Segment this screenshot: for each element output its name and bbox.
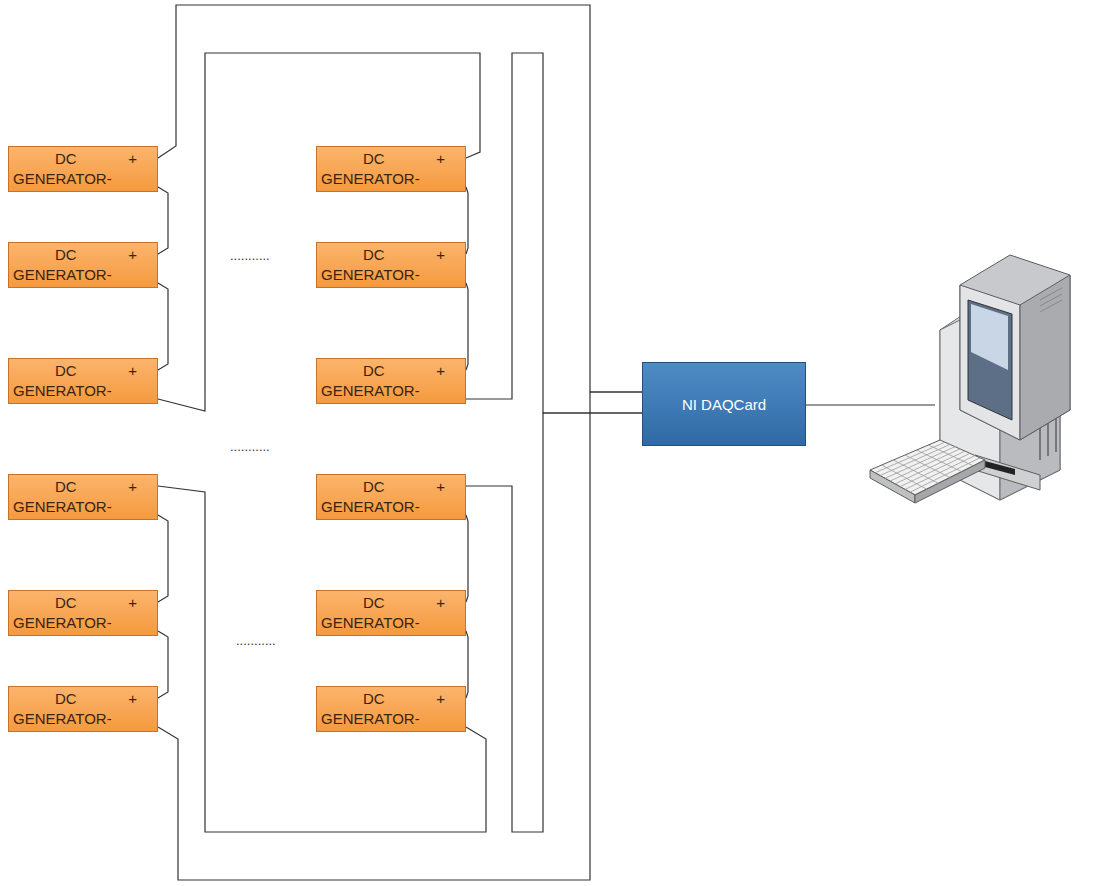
generator-box: DC + GENERATOR- bbox=[8, 146, 158, 192]
text-generator: GENERATOR- bbox=[321, 710, 420, 727]
terminal-plus: + bbox=[436, 593, 445, 612]
text-generator: GENERATOR- bbox=[321, 614, 420, 631]
text-dc: DC bbox=[55, 361, 77, 380]
wire bbox=[466, 631, 468, 698]
generator-box: DC + GENERATOR- bbox=[316, 474, 466, 520]
terminal-plus: + bbox=[436, 245, 445, 264]
text-dc: DC bbox=[55, 477, 77, 496]
text-dc: DC bbox=[55, 689, 77, 708]
text-generator: GENERATOR- bbox=[13, 266, 112, 283]
terminal-plus: + bbox=[436, 361, 445, 380]
terminal-plus: + bbox=[436, 689, 445, 708]
wire bbox=[158, 5, 642, 392]
text-generator: GENERATOR- bbox=[321, 498, 420, 515]
terminal-plus: + bbox=[128, 477, 137, 496]
terminal-plus: + bbox=[436, 477, 445, 496]
generator-box: DC + GENERATOR- bbox=[316, 358, 466, 404]
text-generator: GENERATOR- bbox=[321, 170, 420, 187]
text-generator: GENERATOR- bbox=[13, 382, 112, 399]
text-dc: DC bbox=[363, 593, 385, 612]
wire bbox=[158, 283, 168, 370]
wire bbox=[466, 53, 642, 413]
generator-box: DC + GENERATOR- bbox=[316, 242, 466, 288]
generator-box: DC + GENERATOR- bbox=[316, 146, 466, 192]
daq-card-box: NI DAQCard bbox=[642, 362, 806, 446]
text-dc: DC bbox=[55, 593, 77, 612]
terminal-plus: + bbox=[128, 149, 137, 168]
text-dc: DC bbox=[363, 361, 385, 380]
text-generator: GENERATOR- bbox=[13, 498, 112, 515]
ellipsis-dots: ........... bbox=[230, 248, 270, 263]
computer-icon bbox=[870, 255, 1070, 503]
wire bbox=[466, 283, 468, 370]
text-generator: GENERATOR- bbox=[13, 614, 112, 631]
generator-box: DC + GENERATOR- bbox=[8, 590, 158, 636]
terminal-plus: + bbox=[128, 689, 137, 708]
text-generator: GENERATOR- bbox=[321, 382, 420, 399]
wire bbox=[158, 53, 480, 411]
text-dc: DC bbox=[363, 689, 385, 708]
generator-box: DC + GENERATOR- bbox=[8, 474, 158, 520]
generator-box: DC + GENERATOR- bbox=[8, 686, 158, 732]
generator-box: DC + GENERATOR- bbox=[8, 358, 158, 404]
terminal-plus: + bbox=[436, 149, 445, 168]
text-dc: DC bbox=[363, 149, 385, 168]
generator-box: DC + GENERATOR- bbox=[316, 686, 466, 732]
ellipsis-dots: ........... bbox=[230, 439, 270, 454]
wire bbox=[466, 413, 642, 832]
generator-box: DC + GENERATOR- bbox=[8, 242, 158, 288]
wire bbox=[466, 515, 468, 602]
daq-label: NI DAQCard bbox=[682, 396, 766, 413]
text-dc: DC bbox=[55, 149, 77, 168]
terminal-plus: + bbox=[128, 593, 137, 612]
text-dc: DC bbox=[363, 245, 385, 264]
generator-box: DC + GENERATOR- bbox=[316, 590, 466, 636]
terminal-plus: + bbox=[128, 245, 137, 264]
wire bbox=[158, 631, 168, 698]
text-generator: GENERATOR- bbox=[321, 266, 420, 283]
wire bbox=[158, 392, 642, 880]
text-generator: GENERATOR- bbox=[13, 170, 112, 187]
text-dc: DC bbox=[363, 477, 385, 496]
terminal-plus: + bbox=[128, 361, 137, 380]
usb-cable bbox=[806, 405, 935, 406]
wire bbox=[158, 187, 168, 254]
ellipsis-dots: ........... bbox=[236, 633, 276, 648]
wire bbox=[158, 486, 486, 832]
text-dc: DC bbox=[55, 245, 77, 264]
wire bbox=[466, 187, 468, 254]
wire bbox=[158, 515, 168, 602]
text-generator: GENERATOR- bbox=[13, 710, 112, 727]
